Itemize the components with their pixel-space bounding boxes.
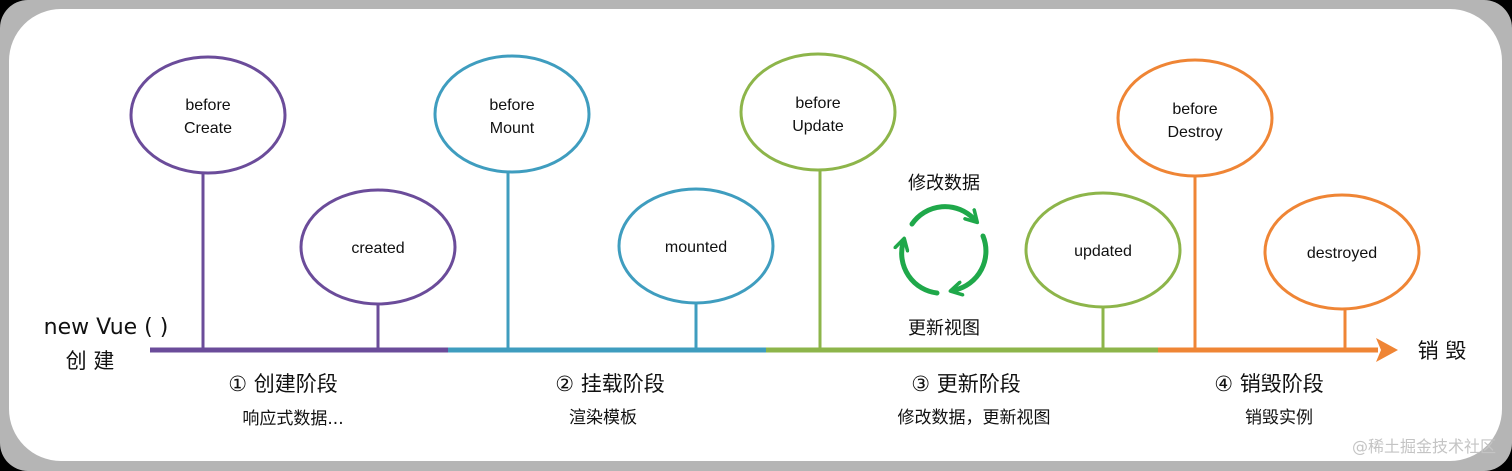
refresh-cycle-icon [902,204,989,293]
hook-label: Destroy [1167,124,1222,141]
hook-mounted: mounted [617,187,775,305]
timeline [150,338,1398,362]
cycle-top-label: 修改数据 [908,173,980,194]
phase-title: ④ 销毁阶段 [1214,372,1324,396]
hook-beforeUpdate: before Update [739,52,897,172]
hook-label: Create [184,120,232,137]
phase-mount: ② 挂载阶段 渲染模板 [555,372,665,428]
phase-title: ③ 更新阶段 [911,372,1021,396]
hook-beforeCreate: before Create [129,55,287,175]
phase-desc: 渲染模板 [569,408,637,428]
timeline-arrowhead-icon [1376,338,1398,362]
phase-create: ① 创建阶段 响应式数据... [228,372,343,429]
hook-label: before [185,97,230,114]
start-label-create: 创 建 [66,349,115,373]
hook-label: destroyed [1307,245,1377,262]
hook-label: before [489,97,534,114]
phase-destroy: ④ 销毁阶段 销毁实例 [1214,372,1324,428]
hook-created: created [299,188,457,306]
phase-desc: 响应式数据... [242,409,343,429]
hook-beforeDestroy: before Destroy [1116,58,1274,178]
phase-title: ② 挂载阶段 [555,372,665,396]
hook-label: created [351,240,404,257]
watermark: @稀土掘金技术社区 [1352,437,1496,456]
hook-label: updated [1074,243,1132,260]
update-cycle: 修改数据 更新视图 [902,173,989,339]
phase-title: ① 创建阶段 [228,372,338,396]
hook-destroyed: destroyed [1263,193,1421,311]
hook-beforeMount: before Mount [433,54,591,174]
hook-label: before [1172,101,1217,118]
start-label-new-vue: new Vue ( ) [44,315,169,340]
hook-label: mounted [665,239,727,256]
hook-updated: updated [1024,191,1182,309]
hook-label: Mount [490,120,535,137]
cycle-bottom-label: 更新视图 [908,318,980,339]
end-label-destroy: 销 毁 [1418,339,1467,363]
hook-stems [201,170,1347,350]
phase-desc: 销毁实例 [1245,408,1313,428]
hook-label: Update [792,118,844,135]
phase-desc: 修改数据，更新视图 [898,408,1051,428]
hook-label: before [795,95,840,112]
phase-update: ③ 更新阶段 修改数据，更新视图 [898,372,1051,428]
